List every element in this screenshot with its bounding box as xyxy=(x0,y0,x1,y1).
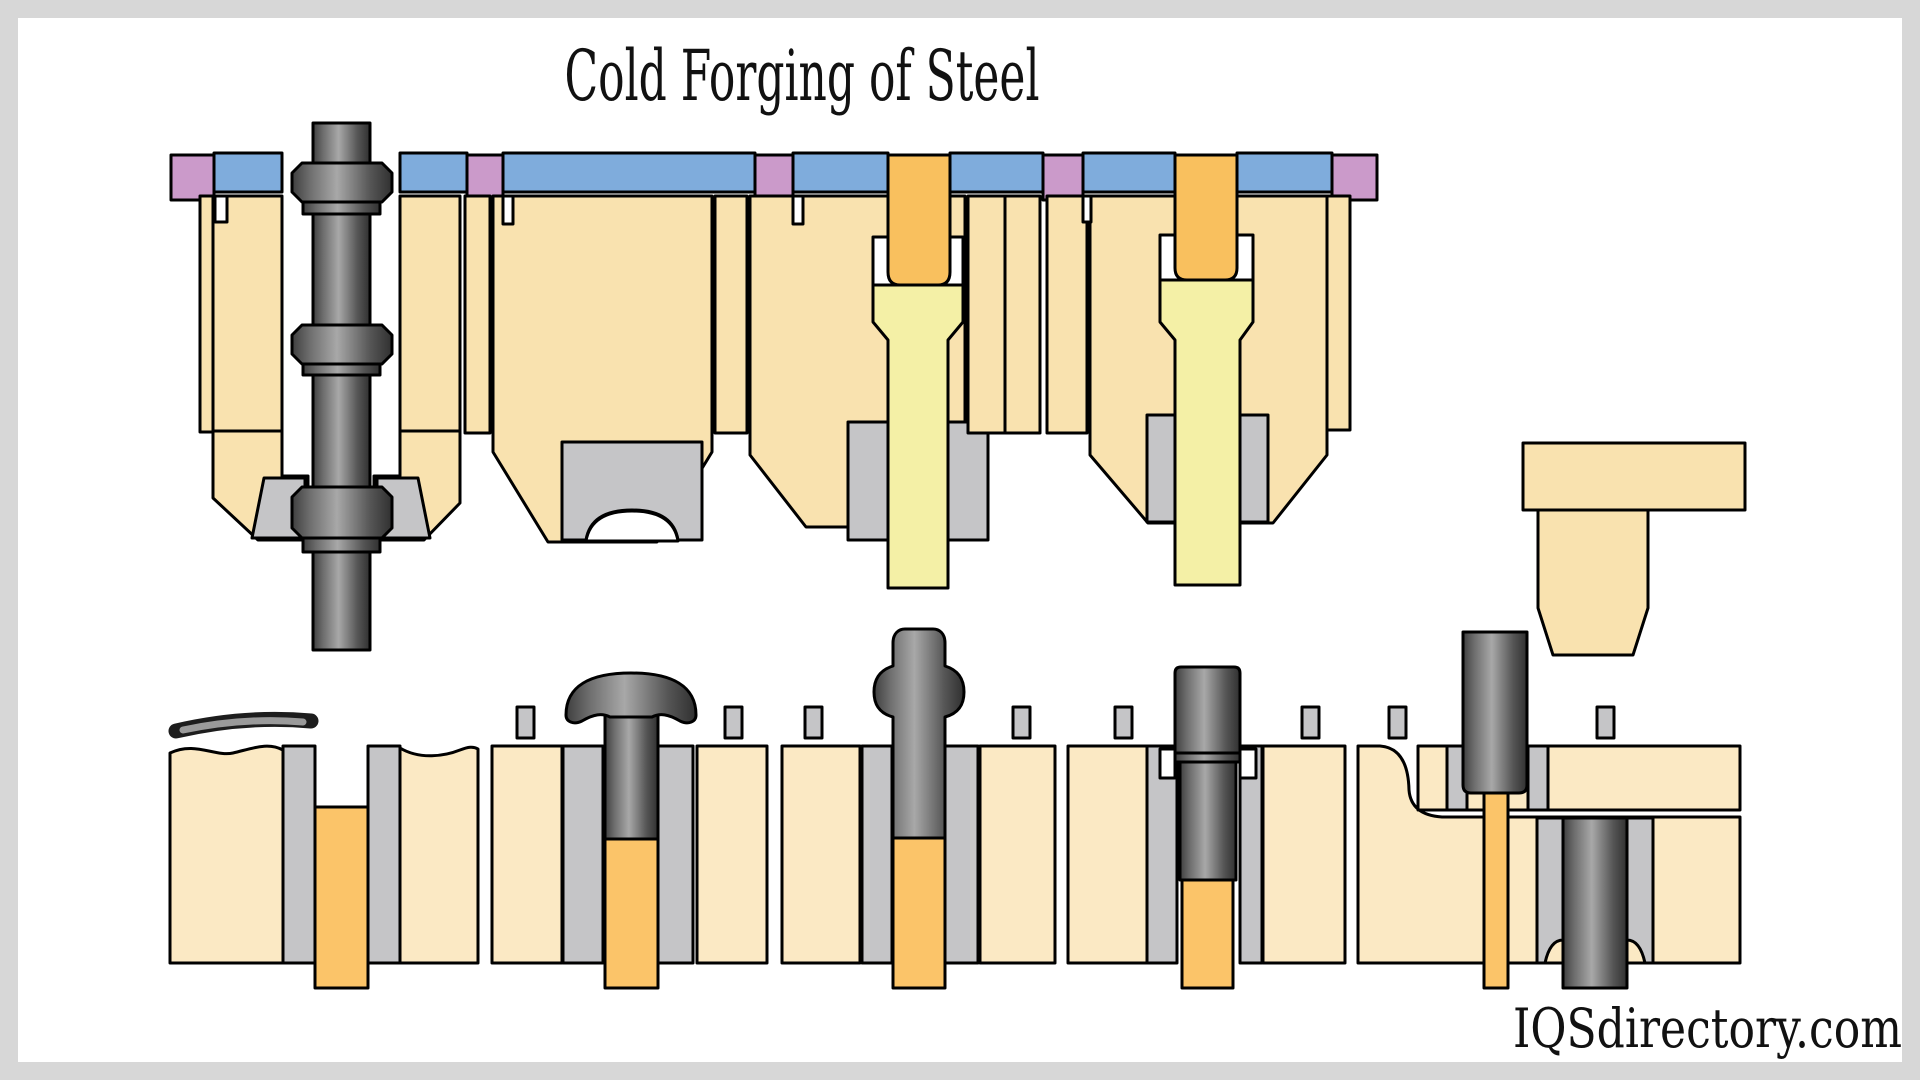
bore-wall-arched xyxy=(1625,816,1655,965)
key-slot xyxy=(1081,194,1093,224)
holder-strip xyxy=(463,194,492,435)
die-wall xyxy=(281,744,317,965)
slug-workpiece xyxy=(313,805,370,990)
die-wall xyxy=(656,744,695,965)
forming-punch xyxy=(871,283,965,590)
die-wall xyxy=(943,744,980,965)
extrusion-workpiece xyxy=(1461,630,1529,990)
upper-station-3 xyxy=(713,153,990,590)
locating-pin xyxy=(1595,705,1616,740)
press-plate-segment xyxy=(791,151,890,194)
guide-bushing xyxy=(1526,744,1550,812)
key-slot xyxy=(791,194,805,226)
push-rod xyxy=(886,153,952,287)
die-block xyxy=(168,744,285,965)
rod-ring xyxy=(301,536,382,554)
punch-guide-insert xyxy=(846,420,890,542)
key-slot xyxy=(213,194,229,224)
workpiece-head xyxy=(564,671,698,725)
workpiece-shank xyxy=(603,711,660,841)
press-plate-segment xyxy=(212,151,284,194)
die-block xyxy=(780,744,862,965)
watermark: IQSdirectory.com xyxy=(1513,997,1902,1060)
workpieces xyxy=(168,627,1529,990)
holder-right-body xyxy=(372,194,462,542)
workpiece-bulb xyxy=(872,627,966,840)
holder-outer-strip xyxy=(1325,194,1352,432)
upper-station-1 xyxy=(198,121,462,652)
rod-collar xyxy=(290,161,394,204)
upper-station-4 xyxy=(1081,153,1352,587)
workpiece-step-ring xyxy=(1173,751,1242,764)
counterbore-gap xyxy=(1158,747,1177,780)
locating-pin xyxy=(723,705,744,740)
sheared-blank xyxy=(168,711,319,739)
intermediate-holder-columns xyxy=(966,194,1089,435)
die-wall xyxy=(860,744,894,965)
stepped-workpiece xyxy=(1173,665,1242,990)
die-block xyxy=(1261,744,1347,965)
press-plate-segment xyxy=(1235,151,1334,194)
extruded-rod xyxy=(1482,791,1510,990)
locating-pin xyxy=(515,705,536,740)
press-plate-segment xyxy=(948,151,1045,194)
die-cavity-arch xyxy=(584,509,680,543)
rod-collar xyxy=(290,485,394,540)
workpiece-shank-lower xyxy=(891,834,947,990)
die-block xyxy=(1066,744,1149,965)
press-plate-segment xyxy=(1081,151,1177,194)
bore-wall-arched xyxy=(1535,816,1565,965)
tool-arm-bar xyxy=(1521,441,1747,512)
locating-pin xyxy=(1113,705,1134,740)
locating-pin xyxy=(1011,705,1032,740)
workpiece-head xyxy=(1173,665,1242,755)
die-wall xyxy=(561,744,605,965)
upset-workpiece xyxy=(872,627,966,990)
die-wall xyxy=(1145,744,1179,965)
rod-collar xyxy=(290,323,394,366)
die-wall xyxy=(366,744,402,965)
rod-ring xyxy=(301,200,382,216)
counterbore-gap xyxy=(1238,747,1258,780)
diagram-title: Cold Forging of Steel xyxy=(565,35,1040,117)
lower-die-plate xyxy=(168,744,1742,990)
ejector-cylinder xyxy=(1561,816,1629,990)
headed-workpiece xyxy=(564,671,698,990)
ejector-rod xyxy=(290,121,394,652)
holder-strip xyxy=(1045,194,1089,435)
tool-holder-tip xyxy=(1536,508,1650,657)
push-rod xyxy=(1173,153,1239,282)
press-plate-segment xyxy=(501,151,757,194)
punch-guide-insert xyxy=(1238,413,1270,524)
spacer-block xyxy=(465,153,505,202)
punch-guide-insert xyxy=(1145,413,1177,524)
extrusion-punch xyxy=(1461,630,1529,795)
punch-guide-insert xyxy=(946,420,990,542)
holder-strip xyxy=(713,194,749,435)
key-slot xyxy=(501,194,515,226)
spacer-block xyxy=(1041,153,1085,202)
locating-pins xyxy=(515,705,1616,740)
workpiece-shank-lower xyxy=(1180,876,1235,990)
die-block xyxy=(398,745,480,965)
forming-punch xyxy=(1158,278,1255,587)
die-block xyxy=(695,744,769,965)
blank-body xyxy=(179,717,307,734)
spacer-block xyxy=(169,153,216,202)
spacer-block xyxy=(753,153,795,202)
die-block xyxy=(978,744,1057,965)
workpiece-shank xyxy=(1178,758,1238,882)
upper-press-plate xyxy=(169,151,1379,202)
press-plate-segment xyxy=(398,151,469,194)
spacer-block xyxy=(1330,153,1379,202)
locating-pin xyxy=(1387,705,1408,740)
locating-pin xyxy=(803,705,824,740)
right-transfer-tool xyxy=(1521,441,1747,657)
die-block xyxy=(490,744,564,965)
holder-outer-strip xyxy=(198,194,215,434)
workpiece-shank-lower xyxy=(603,834,660,990)
upper-station-2 xyxy=(463,194,714,544)
locating-pin xyxy=(1300,705,1321,740)
